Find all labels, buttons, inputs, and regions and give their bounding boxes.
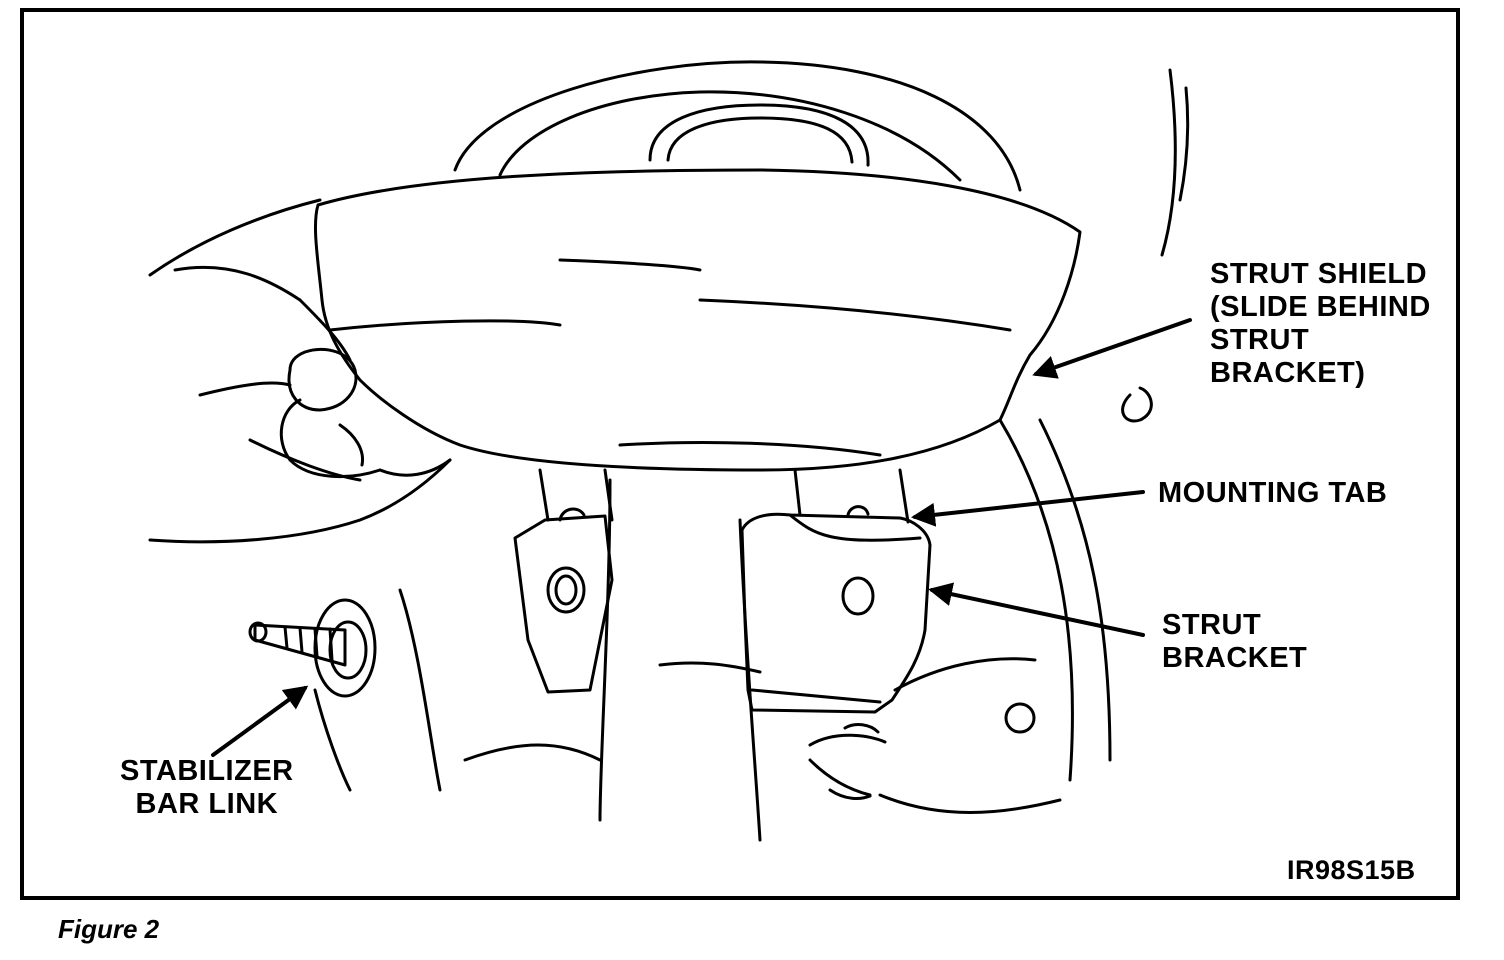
steering-knuckle: [808, 657, 1062, 814]
leader-arrows: [211, 318, 1192, 757]
strut-shield-label-line-1: STRUT SHIELD: [1210, 258, 1428, 290]
strut-shield-label-line-4: BRACKET): [1210, 357, 1366, 389]
strut-bracket-label-line-2: BRACKET: [1162, 642, 1308, 674]
strut-bracket-arrow: [928, 582, 1145, 637]
right-strut-bracket: [740, 505, 932, 714]
strut-shield: [313, 168, 1082, 472]
wheel-well-outline: [453, 60, 1190, 782]
strut-shield-label: STRUT SHIELD (SLIDE BEHIND STRUT BRACKET…: [1210, 258, 1431, 390]
strut-shield-label-line-3: STRUT: [1210, 324, 1310, 356]
strut-bracket-label: STRUT BRACKET: [1162, 609, 1307, 675]
spring-coil: [648, 103, 870, 167]
left-strut-bracket: [513, 507, 614, 694]
mounting-tab-label-text: MOUNTING TAB: [1158, 477, 1388, 509]
hand: [148, 198, 452, 544]
stabilizer-bar-link-label-line-1: STABILIZER: [120, 755, 294, 787]
mounting-tab-arrow: [911, 490, 1145, 527]
strut-shield-label-line-2: (SLIDE BEHIND: [1210, 291, 1431, 323]
stabilizer-bar-link: [248, 598, 377, 792]
mounting-tab-label: MOUNTING TAB: [1158, 477, 1387, 510]
diagram-frame: [20, 8, 1460, 900]
figure-caption: Figure 2: [58, 914, 160, 944]
stabilizer-bar-link-label-line-2: BAR LINK: [135, 788, 279, 820]
strut-bracket-label-line-1: STRUT: [1162, 609, 1262, 641]
drawing-code: IR98S15B: [1287, 855, 1416, 885]
strut-shield-arrow: [1032, 318, 1192, 379]
strut-body: [398, 468, 910, 842]
stabilizer-bar-link-label: STABILIZER BAR LINK: [120, 755, 294, 821]
stabilizer-bar-link-arrow: [211, 685, 309, 757]
